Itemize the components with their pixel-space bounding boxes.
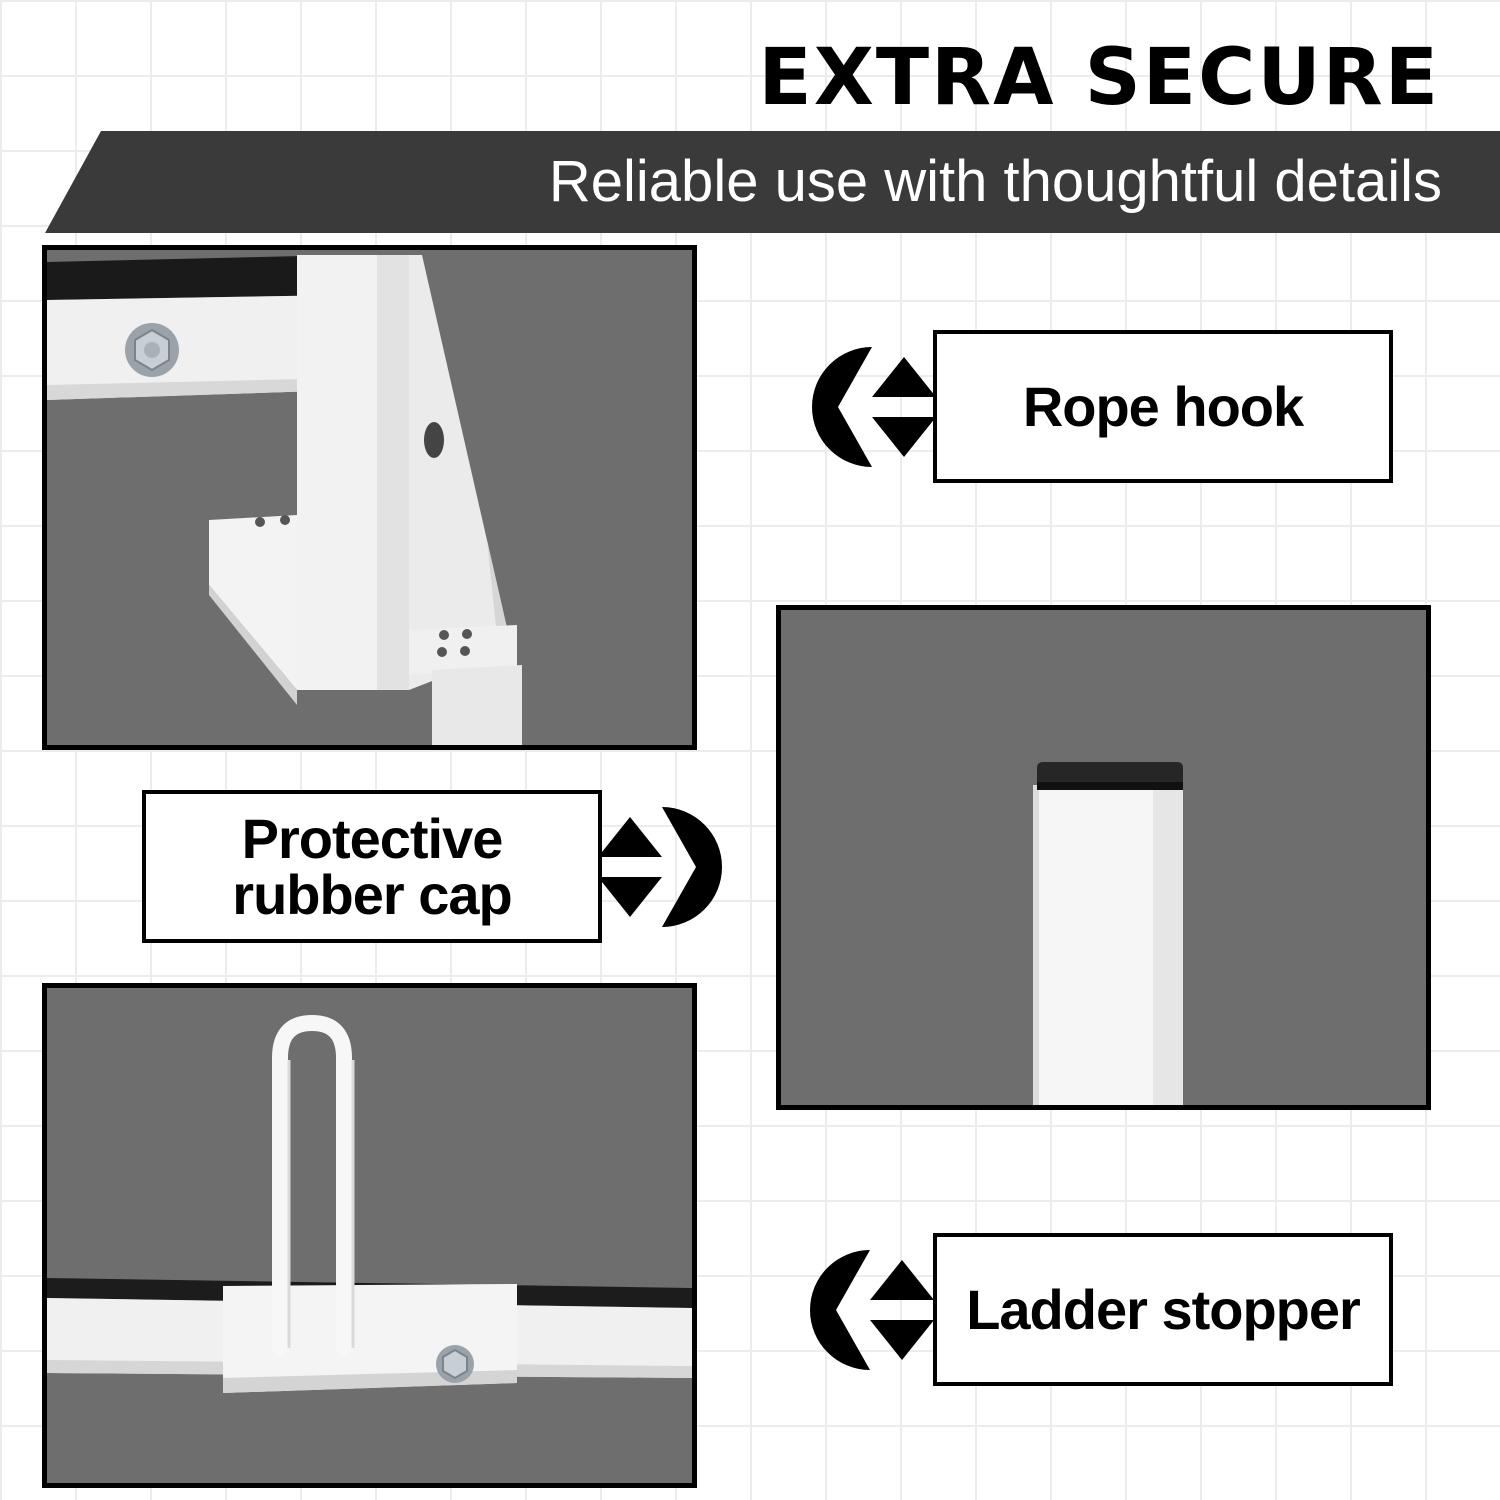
- u-hook-icon: [272, 1014, 352, 1356]
- pointer-left-icon: [810, 1248, 934, 1372]
- ladder-stopper-label: Ladder stopper: [933, 1233, 1393, 1386]
- rubber-cap-photo: [776, 605, 1431, 1110]
- rubber-cap-text: Protective rubber cap: [232, 806, 512, 926]
- subtitle: Reliable use with thoughtful details: [548, 149, 1442, 214]
- rope-hook-photo: [42, 245, 697, 750]
- bracket-illustration: [47, 250, 692, 745]
- bolt-icon: [125, 323, 179, 377]
- bolt-icon: [436, 1345, 474, 1383]
- headline: EXTRA SECURE: [758, 33, 1440, 123]
- stopper-illustration: [47, 988, 692, 1483]
- pointer-left-icon: [812, 345, 936, 469]
- pointer-right-icon: [598, 805, 722, 929]
- rope-hook-label: Rope hook: [933, 330, 1393, 483]
- rubber-cap-label: Protective rubber cap: [142, 790, 602, 943]
- subtitle-banner: [45, 131, 1500, 233]
- ladder-stopper-photo: [42, 983, 697, 1488]
- rope-hook-text: Rope hook: [1022, 374, 1304, 438]
- post-cap-illustration: [781, 610, 1426, 1105]
- ladder-stopper-text: Ladder stopper: [966, 1277, 1361, 1341]
